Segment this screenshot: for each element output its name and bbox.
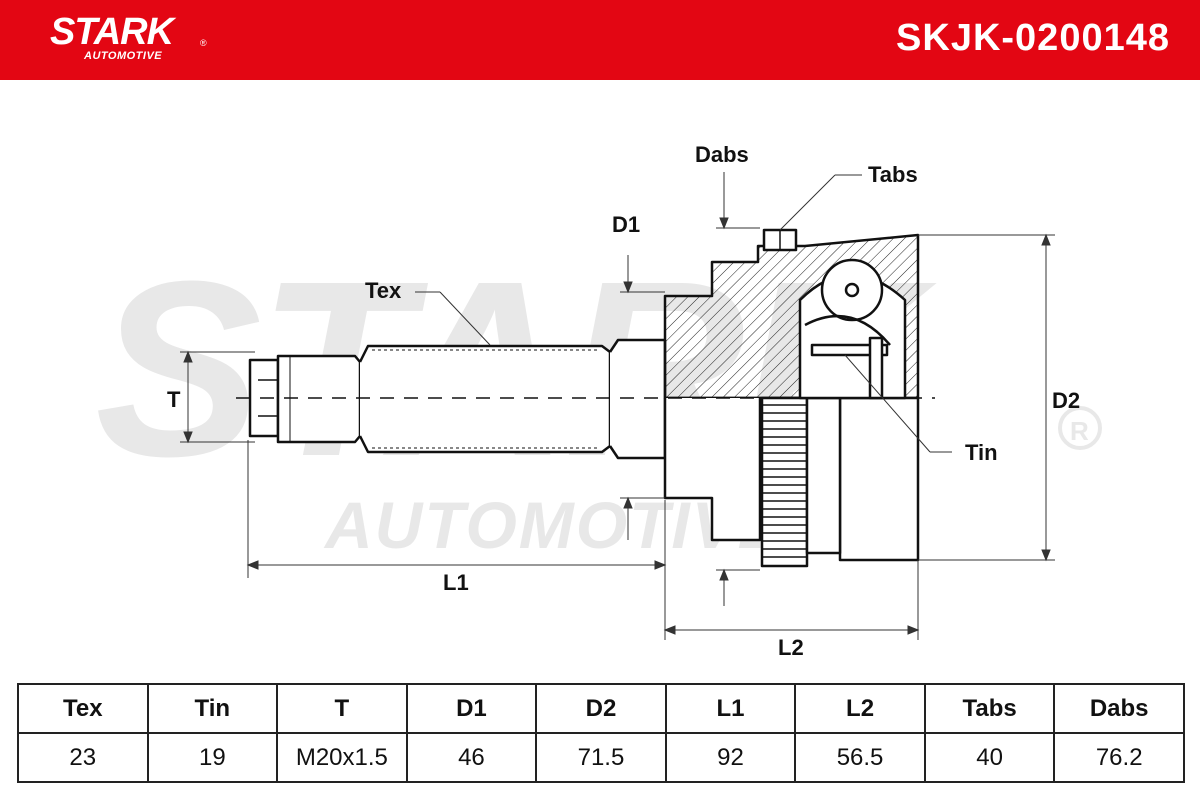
header-tin: Tin xyxy=(146,683,279,734)
table-header-row: Tex Tin T D1 D2 L1 L2 Tabs Dabs xyxy=(17,683,1185,734)
header-tabs: Tabs xyxy=(923,683,1056,734)
header-dabs: Dabs xyxy=(1053,683,1185,734)
label-tin: Tin xyxy=(965,440,998,465)
svg-text:R: R xyxy=(1070,416,1089,446)
logo-brand: STARK xyxy=(50,11,174,53)
header-bar: STARK AUTOMOTIVE ® SKJK-0200148 xyxy=(0,0,1200,80)
label-tex: Tex xyxy=(365,278,402,303)
watermark-word2: AUTOMOTIVE xyxy=(323,488,784,562)
label-t: T xyxy=(167,387,181,412)
label-dabs: Dabs xyxy=(695,142,749,167)
joint-housing xyxy=(663,228,920,568)
label-d2: D2 xyxy=(1052,388,1080,413)
value-d1: 46 xyxy=(405,732,538,783)
value-l2: 56.5 xyxy=(794,732,926,783)
value-tin: 19 xyxy=(146,732,279,783)
header-tex: Tex xyxy=(17,683,149,734)
value-dabs: 76.2 xyxy=(1053,732,1185,783)
label-d1: D1 xyxy=(612,212,640,237)
header-l2: L2 xyxy=(794,683,926,734)
cv-joint-drawing: STARK AUTOMOTIVE R xyxy=(95,142,1102,660)
header-t: T xyxy=(276,683,408,734)
watermark-registered-icon: R xyxy=(1058,406,1102,450)
header-d1: D1 xyxy=(405,683,538,734)
spline-shaft xyxy=(358,338,667,460)
label-l1: L1 xyxy=(443,570,469,595)
value-t: M20x1.5 xyxy=(276,732,408,783)
part-number: SKJK-0200148 xyxy=(896,17,1170,59)
value-d2: 71.5 xyxy=(535,732,667,783)
header-l1: L1 xyxy=(664,683,797,734)
value-tabs: 40 xyxy=(923,732,1056,783)
label-l2: L2 xyxy=(778,635,804,660)
registered-icon: ® xyxy=(200,38,207,48)
thread-end xyxy=(248,354,362,444)
dimension-lines xyxy=(180,172,1055,640)
table-row: 23 19 M20x1.5 46 71.5 92 56.5 40 76.2 xyxy=(17,732,1185,783)
value-l1: 92 xyxy=(664,732,797,783)
stark-logo: STARK AUTOMOTIVE ® xyxy=(50,12,210,67)
header-d2: D2 xyxy=(535,683,667,734)
logo-sub: AUTOMOTIVE xyxy=(84,50,163,62)
spec-table: Tex Tin T D1 D2 L1 L2 Tabs Dabs 23 19 M2… xyxy=(17,683,1185,783)
value-tex: 23 xyxy=(17,732,149,783)
label-tabs: Tabs xyxy=(868,162,918,187)
